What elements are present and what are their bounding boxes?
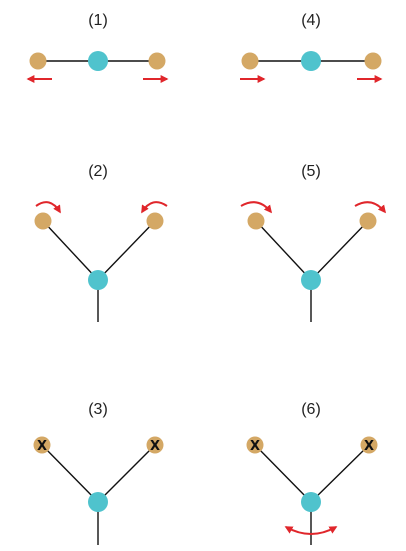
- panel-label-6: (6): [301, 401, 321, 418]
- panel-4: (4): [240, 12, 383, 83]
- panel-label-1: (1): [88, 12, 108, 29]
- bond-left: [255, 220, 312, 281]
- center-atom: [301, 270, 321, 290]
- fixed-x-marker-left: X: [37, 439, 47, 454]
- panel-label-3: (3): [88, 401, 108, 418]
- center-atom: [88, 492, 108, 512]
- outer-atom-left: [241, 52, 259, 70]
- panel-2: (2): [34, 163, 168, 322]
- arrow-right-clockwise-icon: [354, 201, 387, 214]
- bond-left: [254, 444, 312, 503]
- outer-atom-left: [246, 436, 264, 454]
- panel-label-5: (5): [301, 163, 321, 180]
- outer-atom-right: [146, 436, 164, 454]
- center-atom: [301, 51, 321, 71]
- outer-atom-right: [148, 52, 166, 70]
- outer-atom-right: [364, 52, 382, 70]
- panel-label-4: (4): [301, 12, 321, 29]
- center-atom: [88, 270, 108, 290]
- bond-right: [310, 220, 369, 281]
- outer-atom-left: [247, 212, 265, 230]
- arrow-right-counterclockwise-icon: [141, 201, 168, 214]
- panel-5: (5): [240, 163, 387, 322]
- bond-right: [97, 220, 156, 281]
- panel-3: (3) X X: [33, 401, 164, 545]
- arrow-left-clockwise-icon: [240, 201, 273, 214]
- panel-1: (1): [26, 12, 169, 83]
- bond-right: [310, 444, 370, 503]
- outer-atom-right: [360, 436, 378, 454]
- outer-atom-right: [359, 212, 377, 230]
- outer-atom-left: [33, 436, 51, 454]
- panel-6: (6) X X: [246, 401, 378, 545]
- arrow-left-clockwise-icon: [35, 201, 61, 214]
- outer-atom-right: [146, 212, 164, 230]
- bond-left: [42, 220, 99, 281]
- outer-atom-left: [29, 52, 47, 70]
- center-atom: [88, 51, 108, 71]
- fixed-x-marker-left: X: [250, 439, 260, 454]
- panel-label-2: (2): [88, 163, 108, 180]
- fixed-x-marker-right: X: [364, 439, 374, 454]
- double-rotation-arrow-icon: [284, 526, 338, 535]
- bond-left: [41, 444, 99, 503]
- bond-right: [97, 444, 156, 503]
- outer-atom-left: [34, 212, 52, 230]
- center-atom: [301, 492, 321, 512]
- fixed-x-marker-right: X: [150, 439, 160, 454]
